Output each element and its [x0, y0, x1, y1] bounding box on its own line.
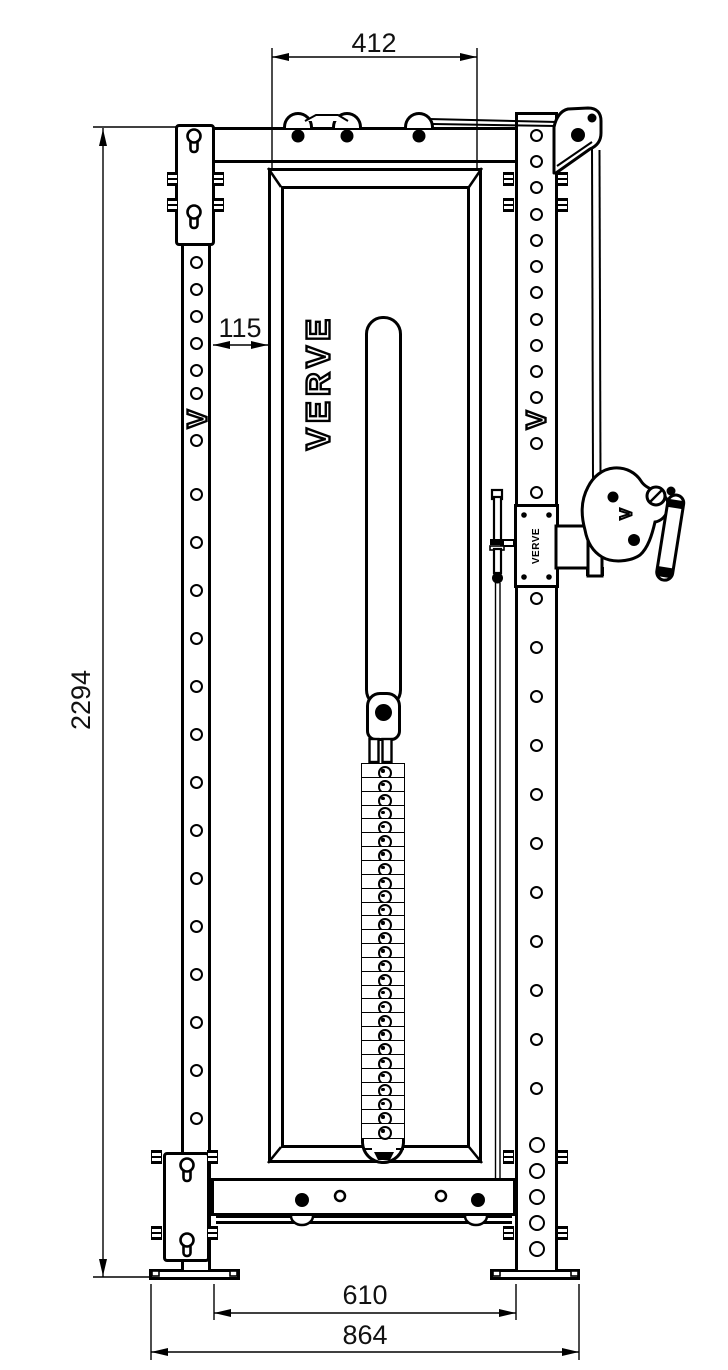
trolley-mount-plate: [514, 504, 559, 588]
bottom-crossbeam-lower-rail: [216, 1215, 512, 1224]
wall-bracket-top: [175, 124, 215, 246]
left-foot-plate: [149, 1269, 240, 1280]
pivot-pin-icon: [375, 704, 392, 721]
wall-bracket-bottom: [163, 1152, 210, 1262]
weight-stack-guide-slot: [365, 316, 402, 708]
right-upright: [515, 112, 558, 1270]
top-crossbeam: [211, 127, 558, 163]
bottom-crossbeam: [211, 1178, 516, 1216]
left-upright: [181, 125, 211, 1270]
right-foot-plate: [490, 1269, 580, 1280]
